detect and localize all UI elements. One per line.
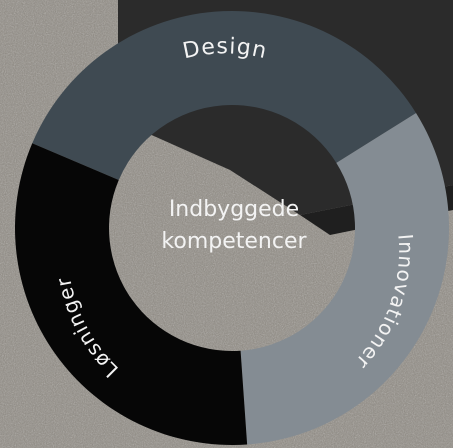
- ring-segment-loesninger: [14, 143, 248, 446]
- center-label-line-1: Indbyggede: [169, 197, 299, 222]
- center-label-line-2: kompetencer: [161, 229, 307, 254]
- ring-segment-design: [32, 11, 417, 180]
- ring-segment-innovationer: [240, 113, 449, 445]
